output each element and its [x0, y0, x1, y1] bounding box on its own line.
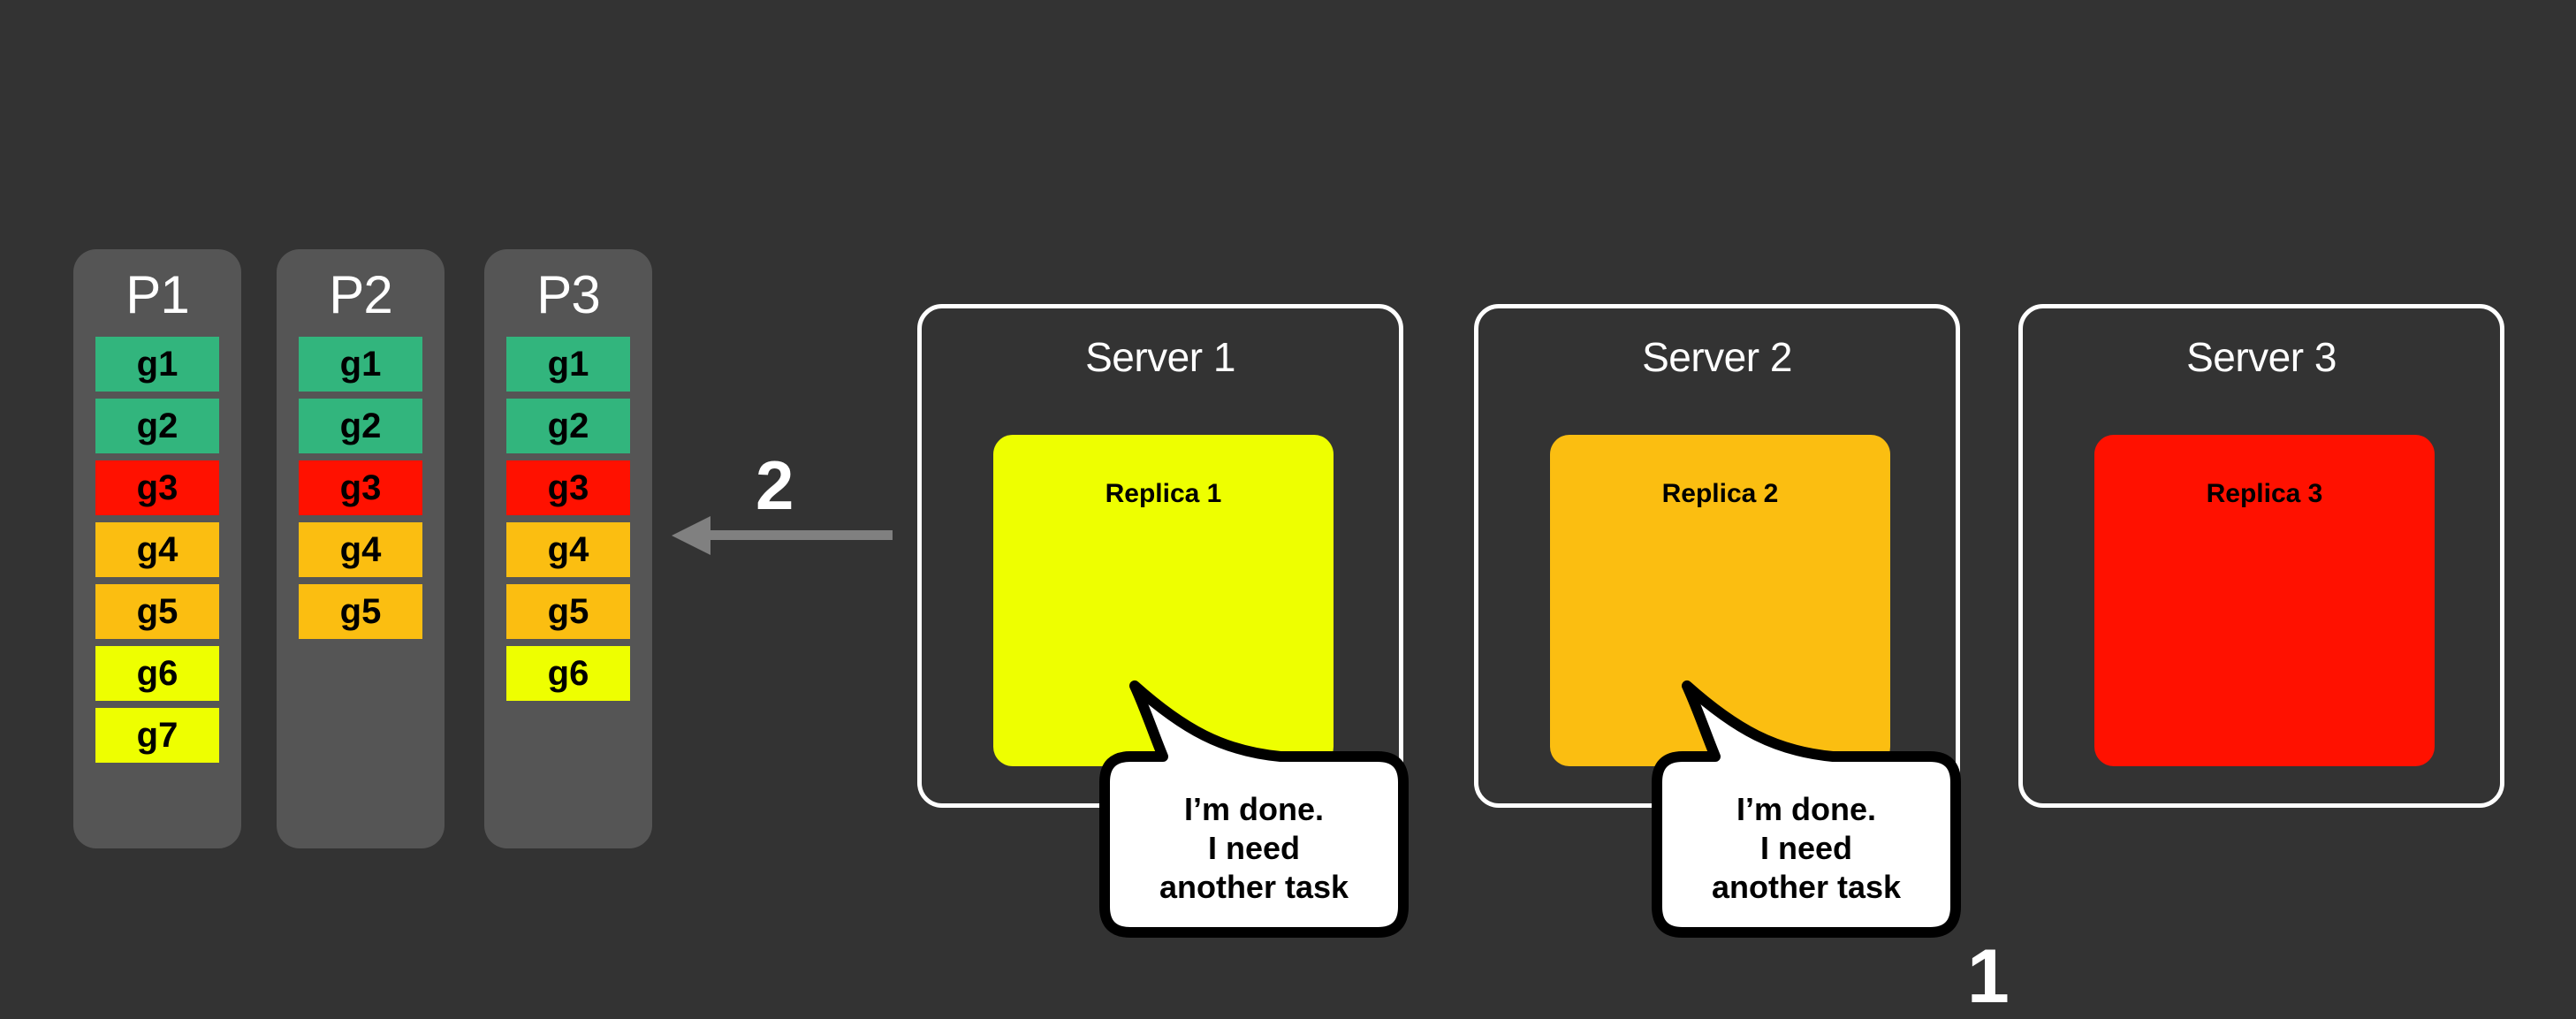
group-block[interactable]: g5 — [506, 584, 630, 639]
partition-title: P3 — [536, 265, 600, 324]
group-block[interactable]: g4 — [506, 522, 630, 577]
server-box-3[interactable]: Server 3 — [2018, 304, 2504, 808]
partition-column-p3[interactable]: P3 g1 g2 g3 g4 g5 g6 — [484, 249, 652, 848]
group-block[interactable]: g6 — [95, 646, 219, 701]
group-list: g1 g2 g3 g4 g5 g6 g7 — [73, 337, 241, 763]
group-block[interactable]: g1 — [506, 337, 630, 392]
group-block[interactable]: g1 — [299, 337, 422, 392]
replica-label: Replica 1 — [1105, 479, 1222, 508]
replica-box-3[interactable]: Replica 3 — [2094, 435, 2435, 766]
speech-bubble-icon — [1652, 681, 1961, 938]
group-block[interactable]: g4 — [299, 522, 422, 577]
group-block[interactable]: g3 — [299, 460, 422, 515]
partition-column-p2[interactable]: P2 g1 g2 g3 g4 g5 — [277, 249, 445, 848]
speech-bubble-1[interactable]: I’m done. I need another task — [1099, 681, 1409, 941]
replica-label: Replica 3 — [2206, 479, 2323, 508]
group-block[interactable]: g3 — [506, 460, 630, 515]
server-title: Server 2 — [1642, 334, 1792, 380]
group-block[interactable]: g2 — [95, 399, 219, 453]
group-list: g1 g2 g3 g4 g5 g6 — [484, 337, 652, 701]
partition-title: P2 — [329, 265, 392, 324]
flow-arrow — [672, 513, 893, 559]
group-list: g1 g2 g3 g4 g5 — [277, 337, 445, 639]
group-block[interactable]: g7 — [95, 708, 219, 763]
group-block[interactable]: g5 — [299, 584, 422, 639]
group-block[interactable]: g5 — [95, 584, 219, 639]
server-title: Server 3 — [2186, 334, 2337, 380]
group-block[interactable]: g4 — [95, 522, 219, 577]
partition-column-p1[interactable]: P1 g1 g2 g3 g4 g5 g6 g7 — [73, 249, 241, 848]
group-block[interactable]: g2 — [506, 399, 630, 453]
group-block[interactable]: g6 — [506, 646, 630, 701]
group-block[interactable]: g1 — [95, 337, 219, 392]
diagram-canvas: P1 g1 g2 g3 g4 g5 g6 g7 P2 g1 g2 g3 g4 g… — [73, 249, 2504, 1015]
speech-bubble-text: I’m done. I need another task — [1159, 791, 1349, 905]
arrow-step-label: 2 — [756, 446, 794, 524]
group-block[interactable]: g2 — [299, 399, 422, 453]
replica-label: Replica 2 — [1661, 479, 1779, 508]
speech-bubble-icon — [1099, 681, 1409, 938]
speech-bubble-text: I’m done. I need another task — [1711, 791, 1902, 905]
speech-bubble-2[interactable]: I’m done. I need another task — [1652, 681, 1961, 941]
arrow-left-icon — [672, 516, 893, 555]
partition-title: P1 — [125, 265, 189, 324]
group-block[interactable]: g3 — [95, 460, 219, 515]
corner-step-label: 1 — [1967, 934, 2010, 1019]
server-title: Server 1 — [1085, 334, 1235, 380]
